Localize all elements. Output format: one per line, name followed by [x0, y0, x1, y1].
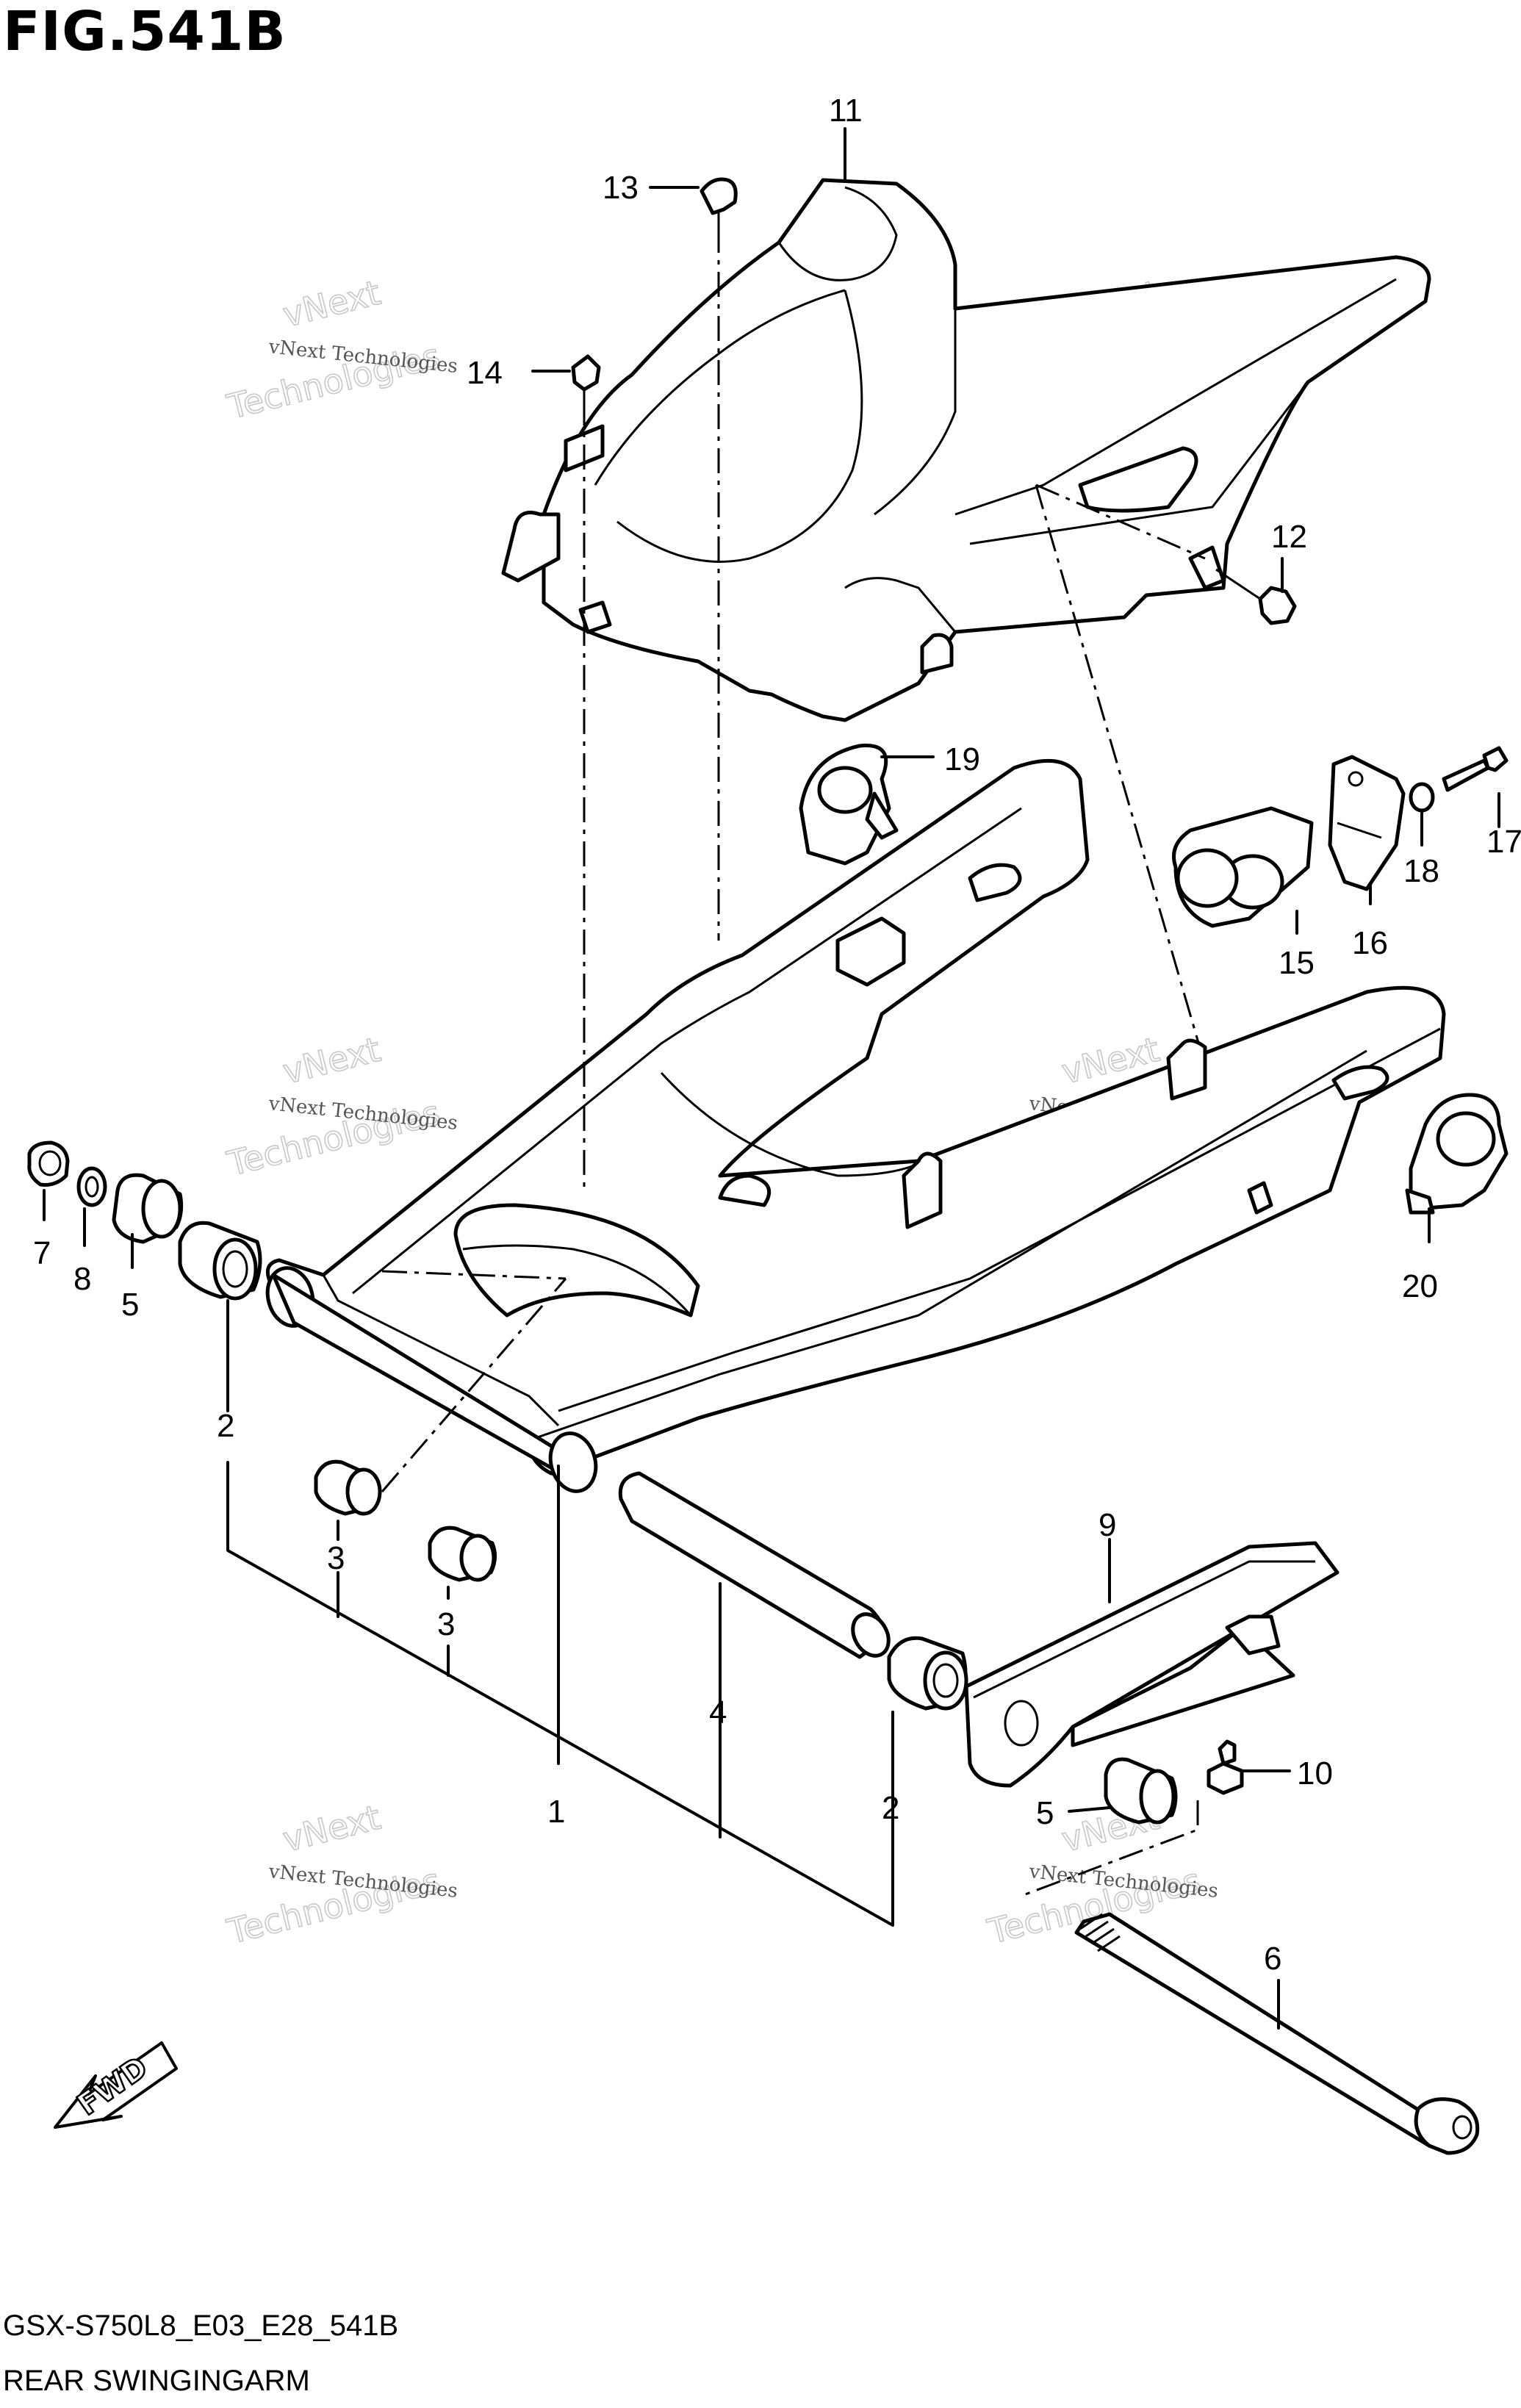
part-washer-18 [1409, 782, 1435, 813]
callout-labels: 11 13 14 12 19 17 18 16 15 20 7 8 5 2 3 … [33, 93, 1521, 1977]
callout-5-right: 5 [1036, 1795, 1054, 1831]
part-washer-8 [76, 1166, 107, 1207]
callout-4: 4 [709, 1694, 727, 1730]
callout-13: 13 [603, 170, 639, 206]
callout-5-left: 5 [121, 1287, 139, 1323]
part-chain-guard-9 [964, 1541, 1340, 1788]
part-bearing-2-left [178, 1221, 262, 1301]
part-chain-slider-15 [1172, 806, 1314, 928]
part-spacer-tube-4 [618, 1471, 891, 1659]
leader-lines [43, 127, 1500, 2030]
svg-text:vNext: vNext [279, 1797, 384, 1860]
part-bolt-17 [1442, 746, 1509, 792]
watermark-top-left: vNext Technologies vNext Technologies [223, 272, 459, 428]
part-pivot-shaft-6 [1021, 1800, 1480, 2155]
svg-text:vNext: vNext [279, 273, 384, 335]
callout-15: 15 [1279, 945, 1315, 981]
callout-18: 18 [1403, 853, 1439, 889]
figure-name: REAR SWINGINGARM [3, 2365, 310, 2397]
callout-1: 1 [547, 1794, 565, 1830]
callout-7: 7 [33, 1235, 51, 1271]
callout-16: 16 [1352, 925, 1388, 961]
part-bearing-2-right [887, 1636, 968, 1711]
part-swingarm [265, 758, 1446, 1493]
callout-11: 11 [829, 93, 863, 129]
callout-9: 9 [1098, 1507, 1116, 1543]
part-spool-20 [1405, 1093, 1509, 1215]
callout-6: 6 [1264, 1941, 1281, 1977]
callout-20: 20 [1402, 1268, 1438, 1304]
figure-title: FIG.541B [3, 0, 287, 63]
callout-2-left: 2 [217, 1408, 234, 1444]
model-code: GSX-S750L8_E03_E28_541B [3, 2310, 399, 2342]
part-nut-7 [27, 1140, 70, 1187]
svg-text:vNext: vNext [279, 1029, 384, 1092]
callout-10: 10 [1297, 1755, 1333, 1791]
part-bearing-3-upper [314, 1459, 382, 1516]
callout-3-upper: 3 [327, 1540, 345, 1576]
part-adjuster-plate-16 [1328, 755, 1406, 891]
part-bearing-3-lower [428, 1525, 497, 1582]
part-bolt-12 [1215, 568, 1297, 625]
callout-2-right: 2 [882, 1790, 899, 1826]
part-screw-13 [700, 177, 738, 941]
callout-8: 8 [73, 1261, 91, 1297]
callout-3-lower: 3 [437, 1606, 455, 1642]
callout-14: 14 [467, 355, 503, 391]
part-clip-14 [571, 354, 601, 1190]
watermark-bottom-left: vNext Technologies vNext Technologies [223, 1797, 459, 1952]
part-collar-5-left [112, 1173, 184, 1244]
part-bolt-10 [1207, 1739, 1244, 1795]
callout-19: 19 [944, 741, 980, 777]
forward-direction-arrow: FWD [54, 2041, 178, 2129]
part-collar-5-right [1104, 1757, 1178, 1825]
callout-17: 17 [1486, 824, 1521, 860]
callout-12: 12 [1271, 519, 1307, 555]
part-spool-19 [799, 744, 899, 866]
watermark-middle-left: vNext Technologies vNext Technologies [223, 1029, 459, 1185]
